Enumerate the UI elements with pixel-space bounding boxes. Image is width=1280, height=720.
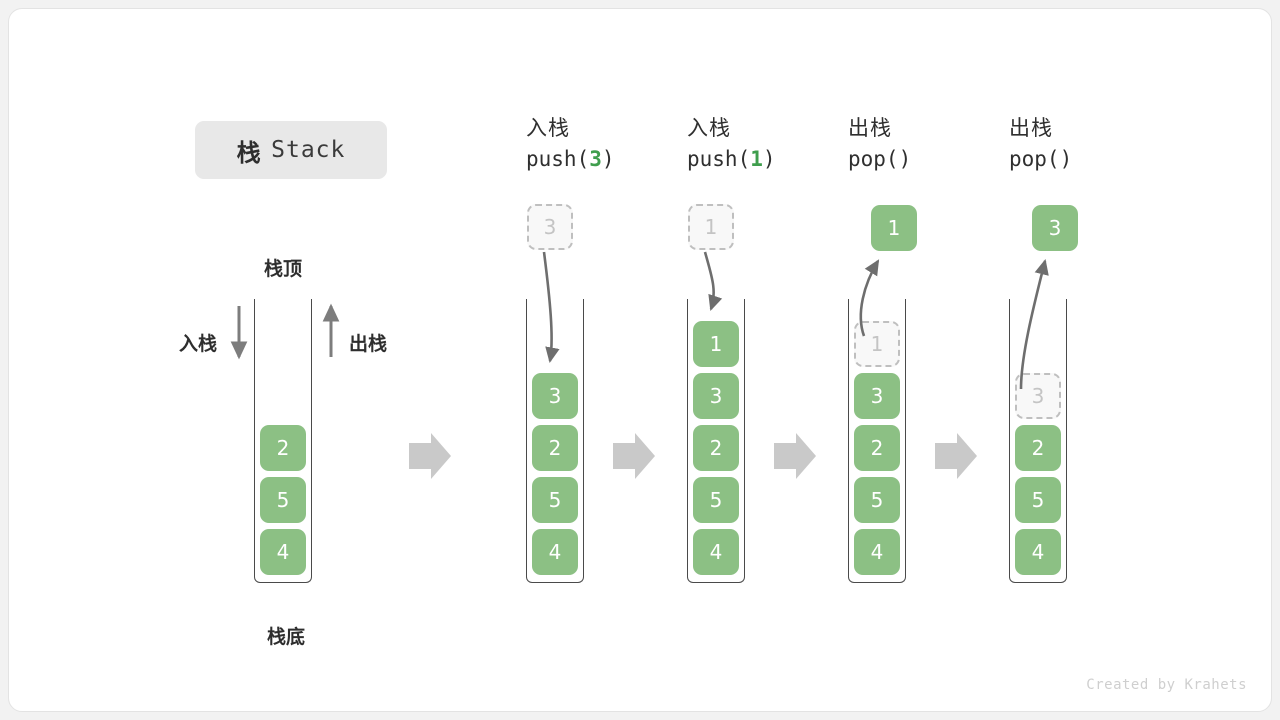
label-stack-top: 栈顶: [264, 259, 303, 280]
op-arg: 1: [750, 147, 763, 171]
step-heading-cn: 出栈: [1009, 117, 1053, 140]
op-prefix: pop(: [1009, 147, 1060, 171]
op-arg: 3: [589, 147, 602, 171]
vacated-ghost-cell: 1: [854, 321, 900, 367]
step-column-push-1: 入栈 push(1) 1 1 3 2 5 4: [673, 9, 813, 711]
stack-container-initial: [254, 299, 312, 583]
stack-cell: 3: [854, 373, 900, 419]
title-cn: 栈: [236, 139, 262, 167]
flow-arrow-1: [409, 433, 451, 479]
op-prefix: pop(: [848, 147, 899, 171]
step-heading-op: pop(): [1009, 143, 1072, 175]
stack-cell: 5: [693, 477, 739, 523]
popped-cell: 1: [871, 205, 917, 251]
op-prefix: push(: [687, 147, 751, 171]
stack-cell: 4: [854, 529, 900, 575]
stack-container: [1009, 299, 1067, 583]
step-column-pop-3: 出栈 pop() 3 3 2 5 4: [995, 9, 1135, 711]
step-heading: 入栈 push(3): [526, 115, 615, 175]
op-suffix: ): [762, 147, 776, 171]
incoming-ghost-cell: 3: [527, 204, 573, 250]
step-heading: 入栈 push(1): [687, 115, 776, 175]
label-stack-bottom: 栈底: [267, 627, 306, 648]
step-heading: 出栈 pop(): [848, 115, 911, 175]
vacated-ghost-cell: 3: [1015, 373, 1061, 419]
stack-cell: 2: [260, 425, 306, 471]
credit-footer: Created by Krahets: [1086, 677, 1247, 693]
diagram-title-badge: 栈 Stack: [195, 121, 387, 179]
stack-container: [848, 299, 906, 583]
stack-cell: 4: [1015, 529, 1061, 575]
stack-cell: 3: [532, 373, 578, 419]
step-column-pop-1: 出栈 pop() 1 1 3 2 5 4: [834, 9, 974, 711]
stack-cell: 1: [693, 321, 739, 367]
stack-cell: 3: [693, 373, 739, 419]
op-suffix: ): [898, 147, 912, 171]
label-pop-arrow: 出栈: [349, 334, 388, 355]
stack-cell: 2: [693, 425, 739, 471]
step-heading-op: push(3): [526, 143, 615, 175]
step-heading-op: pop(): [848, 143, 911, 175]
stack-cell: 2: [1015, 425, 1061, 471]
step-heading-cn: 出栈: [848, 117, 892, 140]
popped-cell: 3: [1032, 205, 1078, 251]
step-heading-cn: 入栈: [687, 117, 731, 140]
step-heading-op: push(1): [687, 143, 776, 175]
step-heading: 出栈 pop(): [1009, 115, 1072, 175]
op-prefix: push(: [526, 147, 590, 171]
title-en: Stack: [271, 137, 346, 163]
op-suffix: ): [1059, 147, 1073, 171]
stack-cell: 5: [260, 477, 306, 523]
stack-cell: 4: [260, 529, 306, 575]
stack-cell: 2: [532, 425, 578, 471]
stack-cell: 5: [532, 477, 578, 523]
stack-container: [526, 299, 584, 583]
stack-cell: 5: [854, 477, 900, 523]
stack-cell: 5: [1015, 477, 1061, 523]
incoming-ghost-cell: 1: [688, 204, 734, 250]
step-heading-cn: 入栈: [526, 117, 570, 140]
stack-container: [687, 299, 745, 583]
step-column-push-3: 入栈 push(3) 3 3 2 5 4: [512, 9, 652, 711]
label-push-arrow: 入栈: [179, 334, 218, 355]
op-suffix: ): [601, 147, 615, 171]
stack-cell: 4: [693, 529, 739, 575]
stack-cell: 4: [532, 529, 578, 575]
diagram-card: 栈 Stack 栈顶 栈底 入栈 出栈 2 5 4 入栈 push(3) 3 3…: [8, 8, 1272, 712]
stack-cell: 2: [854, 425, 900, 471]
